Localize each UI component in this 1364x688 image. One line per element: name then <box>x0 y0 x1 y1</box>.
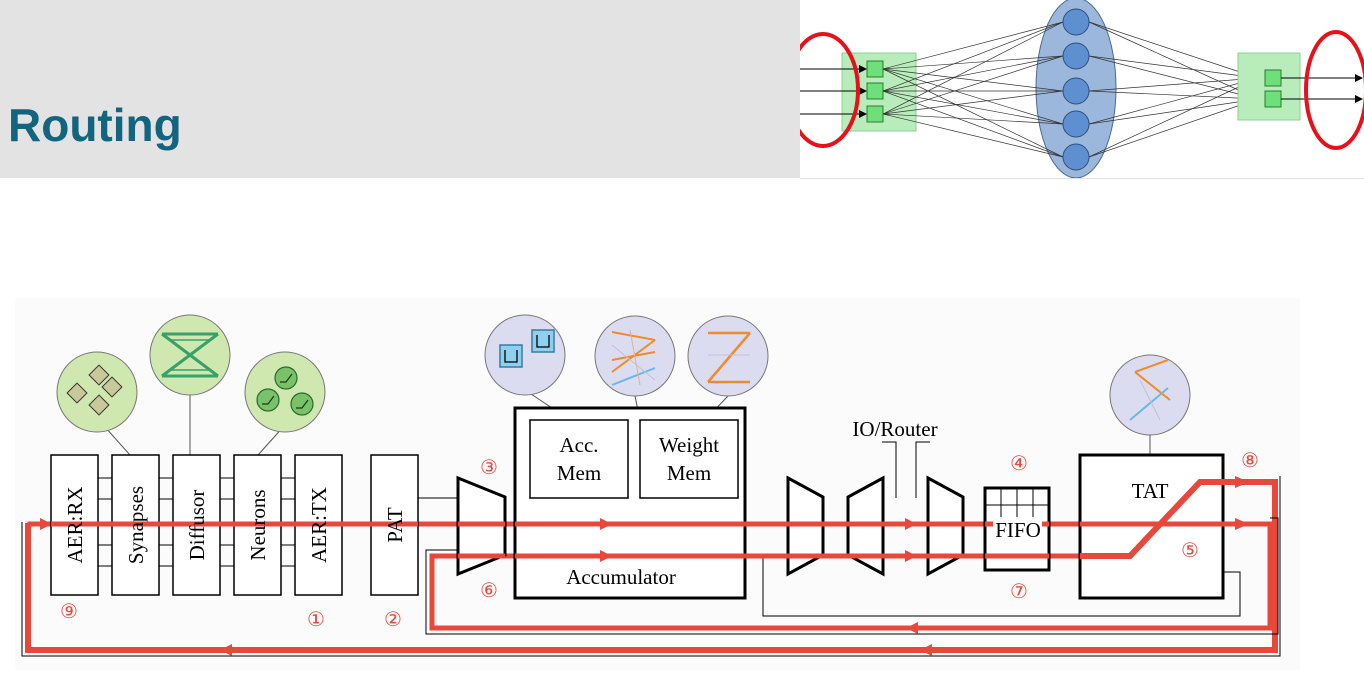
synapse-icon-circle <box>56 351 138 433</box>
aer-rx-label: AER:RX <box>63 486 87 563</box>
marker-3: ③ <box>480 457 498 479</box>
neuron-node <box>1062 143 1090 171</box>
acc-mem-label-line2: Mem <box>557 461 601 485</box>
weight-icon-circle <box>687 315 769 397</box>
acc-mem-block <box>529 419 629 499</box>
tat-icon-circle <box>1109 354 1191 436</box>
network-diagram-panel <box>800 0 1364 179</box>
acc-mem-icon-group <box>484 314 571 421</box>
neuron-cell-icon <box>290 392 314 416</box>
neuron-cell-icon <box>274 366 298 390</box>
route-arrow <box>906 622 918 634</box>
fifo-label: FIFO <box>995 518 1041 542</box>
neurons-label: Neurons <box>246 489 270 560</box>
aer-tx-label: AER:TX <box>307 487 331 563</box>
input-highlight-circle <box>800 32 860 148</box>
diffusor-label: Diffusor <box>185 490 209 561</box>
marker-8: ⑧ <box>1241 450 1259 472</box>
marker-7: ⑦ <box>1010 581 1028 603</box>
weight-icon-group-2 <box>687 315 769 421</box>
marker-5: ⑤ <box>1181 540 1199 562</box>
marker-6: ⑥ <box>480 580 498 602</box>
route-arrow <box>920 644 932 656</box>
neuron-icon-circle <box>244 351 326 433</box>
output-highlight-circle <box>1304 30 1364 150</box>
synapse-cell-icon <box>66 382 88 404</box>
route-arrow <box>40 518 52 530</box>
weight-icon-group-1 <box>594 315 676 421</box>
acc-mem-icon-circle <box>484 314 566 396</box>
marker-4: ④ <box>1010 453 1028 475</box>
accumulator-label: Accumulator <box>566 565 676 589</box>
synapse-cell-icon <box>101 376 123 398</box>
network-diagram <box>800 0 1364 178</box>
synapse-icon-group <box>56 351 138 456</box>
neuron-node <box>1062 8 1090 36</box>
neuron-node <box>1062 42 1090 70</box>
weight-mem-label-line1: Weight <box>659 433 719 457</box>
weight-mem-block <box>639 419 739 499</box>
acc-mem-label-line1: Acc. <box>559 433 598 457</box>
memory-cell-icon <box>499 344 523 368</box>
route-arrow <box>220 644 232 656</box>
neuron-node <box>1062 77 1090 105</box>
diffusor-icon-group <box>149 314 231 455</box>
marker-9: ⑨ <box>60 601 78 623</box>
marker-2: ② <box>384 609 402 631</box>
tat-label: TAT <box>1132 479 1169 503</box>
neuron-icon-group <box>244 351 326 456</box>
synapses-label: Synapses <box>124 486 148 564</box>
slide-header <box>0 0 800 178</box>
pat-label: PAT <box>383 507 407 543</box>
synapse-cell-icon <box>88 394 110 416</box>
tat-icon-group <box>1109 354 1191 455</box>
synapse-cell-icon <box>88 364 110 386</box>
weight-mem-label-line2: Mem <box>667 461 711 485</box>
io-router-label: IO/Router <box>852 417 937 441</box>
slide-title: Routing <box>8 99 182 151</box>
marker-1: ① <box>307 609 325 631</box>
neuron-node <box>1062 110 1090 138</box>
memory-cell-icon <box>531 329 555 353</box>
neuron-cell-icon <box>256 388 280 412</box>
